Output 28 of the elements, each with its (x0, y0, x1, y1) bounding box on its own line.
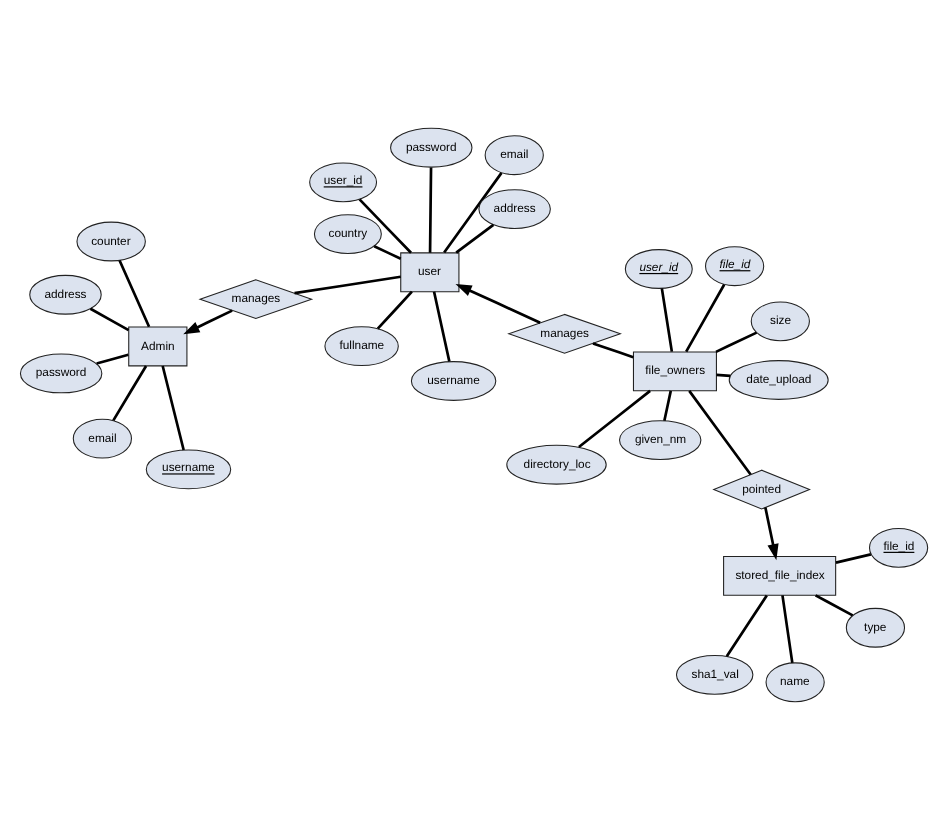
connector (578, 389, 651, 449)
connector (592, 342, 634, 359)
connector (373, 245, 402, 260)
arrow (455, 284, 541, 324)
connector (89, 307, 130, 332)
connector (118, 259, 151, 328)
connector (376, 290, 413, 330)
connector (96, 353, 129, 365)
connector (358, 198, 412, 254)
arrow (183, 309, 233, 335)
connector (685, 283, 726, 353)
connector (835, 553, 872, 564)
connector (443, 172, 503, 254)
connector (428, 167, 433, 253)
connector (112, 365, 148, 422)
connector (715, 331, 758, 354)
connector (688, 390, 752, 476)
arrow (764, 507, 779, 561)
connector (716, 373, 731, 378)
connector (725, 594, 768, 658)
connector (663, 390, 673, 422)
connector (660, 288, 674, 352)
connector (161, 365, 185, 451)
connector (781, 595, 794, 664)
connector (294, 275, 401, 295)
connector (814, 594, 854, 617)
connector (432, 291, 451, 362)
connector (455, 223, 495, 254)
